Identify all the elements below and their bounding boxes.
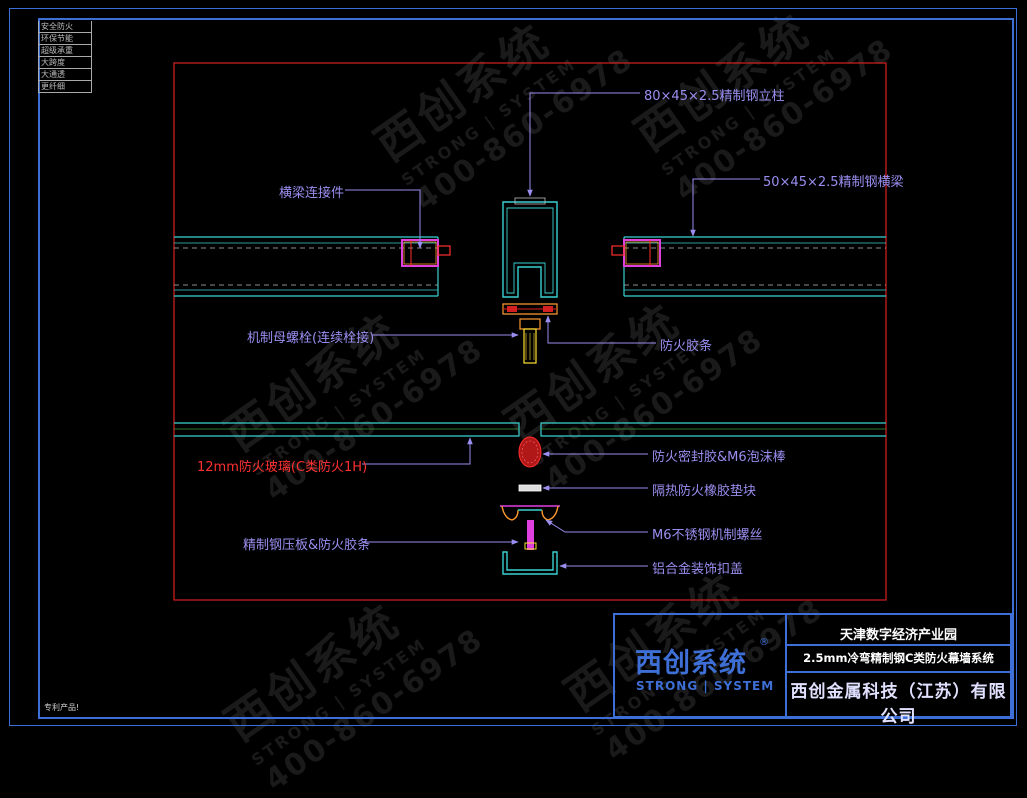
beam-right <box>623 236 886 297</box>
label-pad: 隔热防火橡胶垫块 <box>652 484 757 499</box>
section-drawing <box>173 62 887 601</box>
label-column: 80×45×2.5精制钢立柱 <box>644 89 785 104</box>
logo-en: STRONG | SYSTEM <box>636 679 775 693</box>
beam-left-dash <box>174 247 438 286</box>
title-divider <box>787 671 1010 673</box>
label-bolt: 机制母螺栓(连续栓接) <box>247 331 375 346</box>
label-beam: 50×45×2.5精制钢横梁 <box>763 175 904 190</box>
stamp-row: 安全防火 <box>39 21 91 33</box>
stamp-row: 环保节能 <box>39 33 91 45</box>
logo-registered: ® <box>759 637 769 648</box>
beam-right-dash <box>624 247 886 286</box>
company-logo: 西创系统 ® STRONG | SYSTEM <box>615 615 787 716</box>
label-cover: 铝合金装饰扣盖 <box>652 562 744 577</box>
aluminum-cover <box>502 551 558 575</box>
label-sealant: 防火密封胶&M6泡沫棒 <box>652 450 786 465</box>
leader-lines <box>345 92 760 569</box>
company-name: 西创金属科技（江苏）有限公司 <box>790 682 1007 727</box>
stamp-row: 大通透 <box>39 69 91 81</box>
stamp-row: 更纤细 <box>39 81 91 93</box>
stamp-row: 超级承重 <box>39 45 91 57</box>
outer-frame <box>9 8 1017 726</box>
steel-screw <box>524 520 537 550</box>
stamp-row: 大跨度 <box>39 57 91 69</box>
sealant <box>518 436 542 468</box>
bolt <box>519 318 541 364</box>
logo-cn: 西创系统 <box>635 648 747 679</box>
beam-left <box>174 236 439 297</box>
connector-right <box>611 239 661 267</box>
patent-note: 专利产品! <box>44 703 80 712</box>
label-glass: 12mm防火玻璃(C类防火1H) <box>197 460 368 475</box>
title-divider <box>787 644 1010 646</box>
project-name: 天津数字经济产业园 <box>839 628 957 643</box>
feature-stamp: 安全防火 环保节能 超级承重 大跨度 大通透 更纤细 <box>38 21 92 93</box>
label-plate: 精制钢压板&防火胶条 <box>243 538 371 553</box>
insulation-pad <box>518 484 542 492</box>
steel-column <box>502 197 558 298</box>
label-fire-strip: 防火胶条 <box>660 339 713 354</box>
inner-frame <box>38 18 1014 719</box>
connector-left <box>401 239 451 267</box>
fire-strip <box>502 303 558 315</box>
label-connector: 横梁连接件 <box>279 186 345 201</box>
drawing-title: 2.5mm冷弯精制钢C类防火幕墙系统 <box>803 651 994 665</box>
title-block: 西创系统 ® STRONG | SYSTEM 天津数字经济产业园 2.5mm冷弯… <box>613 613 1012 727</box>
pressure-plate <box>500 505 560 521</box>
glass-panel <box>174 422 886 437</box>
label-screw: M6不锈钢机制螺丝 <box>652 528 763 543</box>
drawing-border <box>173 62 887 601</box>
